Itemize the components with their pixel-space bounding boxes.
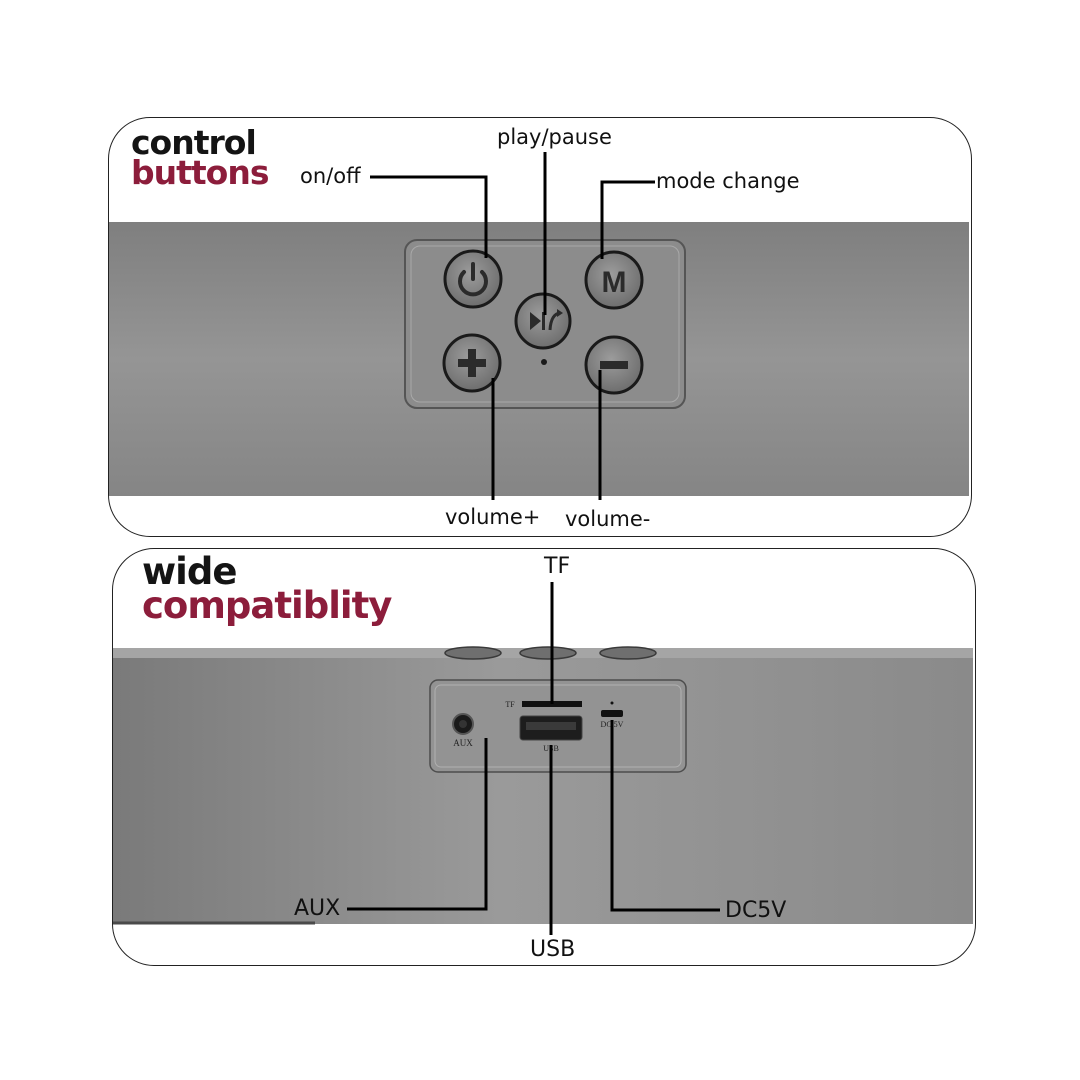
mode-change-callout: mode change [656, 169, 800, 193]
title-line-2: buttons [131, 153, 269, 193]
dc5v-callout: DC5V [725, 898, 787, 923]
aux-callout: AUX [294, 896, 341, 921]
control-buttons-title: control buttons [131, 123, 269, 193]
on-off-callout: on/off [300, 164, 361, 188]
tf-callout: TF [544, 554, 571, 579]
wide-compatibility-title: wide compatiblity [142, 550, 392, 628]
title-line-2: compatiblity [142, 584, 392, 628]
usb-callout: USB [530, 937, 576, 962]
volume-up-callout: volume+ [445, 505, 541, 529]
title-line-1: wide [142, 550, 237, 593]
volume-down-callout: volume- [565, 507, 651, 531]
title-line-1: control [131, 123, 257, 162]
play-pause-callout: play/pause [497, 125, 612, 149]
